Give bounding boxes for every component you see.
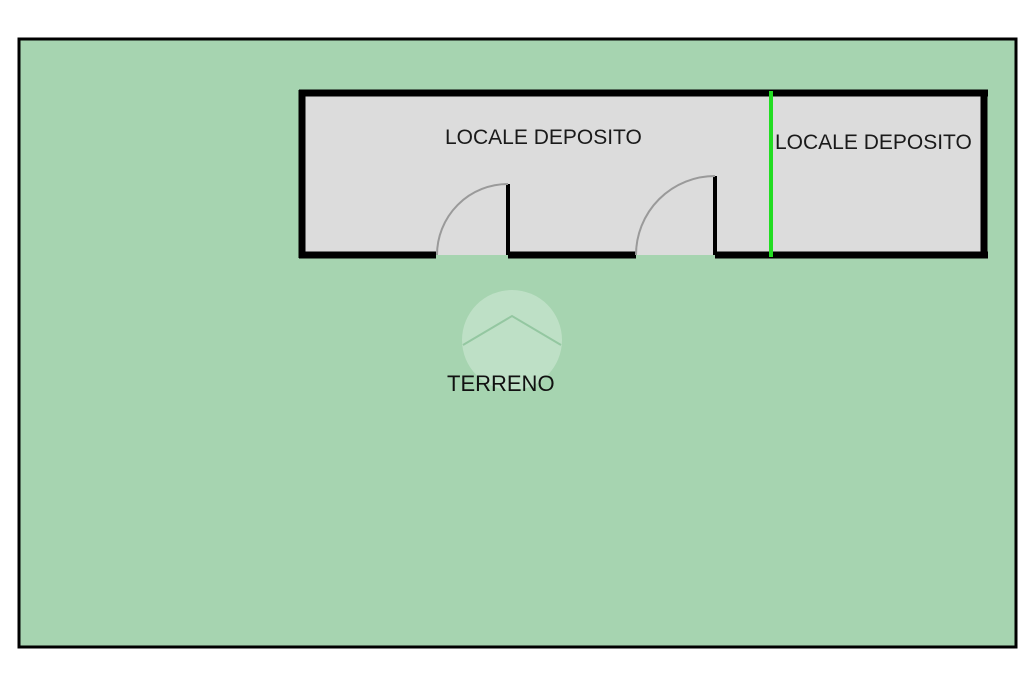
room-label-1: LOCALE DEPOSITO (445, 126, 642, 149)
door-2 (635, 175, 717, 256)
watermark-logo (462, 290, 562, 390)
terrain-label: TERRENO (447, 371, 555, 396)
building-footprint (302, 93, 984, 255)
room-label-2: LOCALE DEPOSITO (775, 131, 972, 154)
door-1 (436, 183, 510, 256)
door-2-swing-arc (635, 175, 716, 256)
walls (298, 89, 988, 259)
door-1-swing-arc (436, 183, 509, 256)
